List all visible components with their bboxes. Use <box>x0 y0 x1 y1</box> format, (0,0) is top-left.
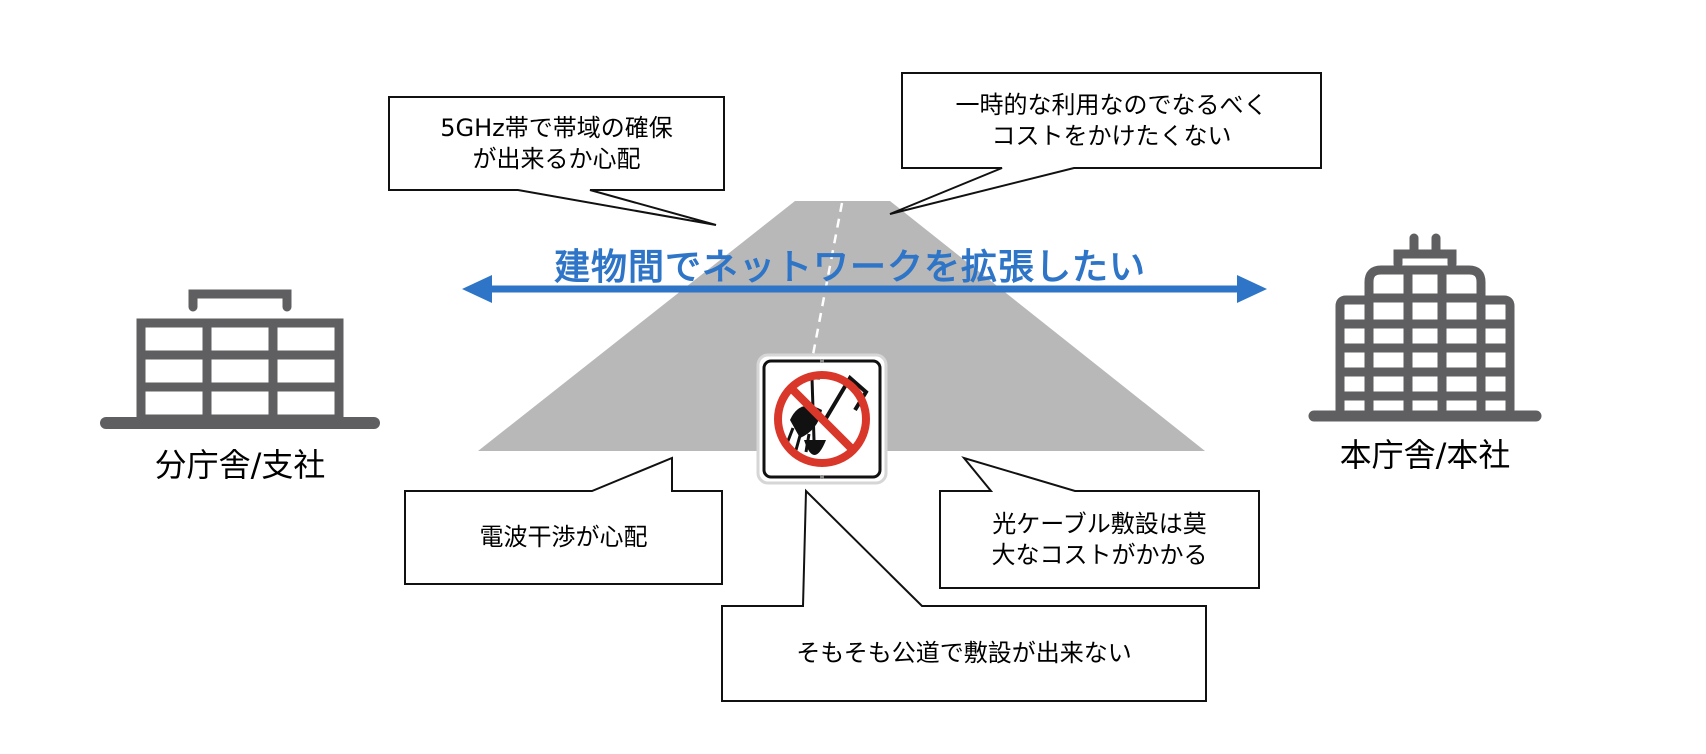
callout-fiber-box <box>939 456 1260 589</box>
callout-interference-line1: 電波干渉が心配 <box>479 523 648 551</box>
callout-cost-line1: 一時的な利用なのでなるべく <box>955 90 1268 119</box>
no-digging-sign-icon <box>756 353 888 485</box>
callout-public-road: そもそも公道で敷設が出来ない <box>722 606 1206 701</box>
callout-cost-box <box>889 72 1322 215</box>
left-building-label: 分庁舎/支社 <box>154 446 326 484</box>
callout-public-road-line1: そもそも公道で敷設が出来ない <box>796 639 1132 667</box>
diagram-title: 建物間でネットワークを拡張したい <box>553 247 1146 288</box>
callout-public-road-box <box>721 488 1207 702</box>
road-center-line <box>810 202 844 361</box>
callout-cost-line2: コストをかけたくない <box>991 121 1232 150</box>
road <box>478 201 1205 451</box>
callout-bandwidth-box <box>388 96 725 226</box>
callout-interference-box <box>404 456 723 585</box>
callout-bandwidth-line1: 5GHz帯で帯域の確保 <box>440 113 673 142</box>
callout-fiber: 光ケーブル敷設は莫 大なコストがかかる <box>940 491 1259 588</box>
office-building-icon <box>100 289 380 429</box>
callout-interference: 電波干渉が心配 <box>405 491 722 584</box>
right-building-label: 本庁舎/本社 <box>1339 436 1511 474</box>
callout-fiber-line1: 光ケーブル敷設は莫 <box>992 509 1207 538</box>
callout-cost: 一時的な利用なのでなるべく コストをかけたくない <box>902 73 1321 168</box>
callout-bandwidth-line2: が出来るか心配 <box>472 144 641 173</box>
callout-bandwidth: 5GHz帯で帯域の確保 が出来るか心配 <box>389 97 724 190</box>
headquarters-building-icon <box>1308 233 1542 422</box>
bidirectional-arrow <box>462 275 1267 303</box>
callout-fiber-line2: 大なコストがかかる <box>991 540 1208 569</box>
